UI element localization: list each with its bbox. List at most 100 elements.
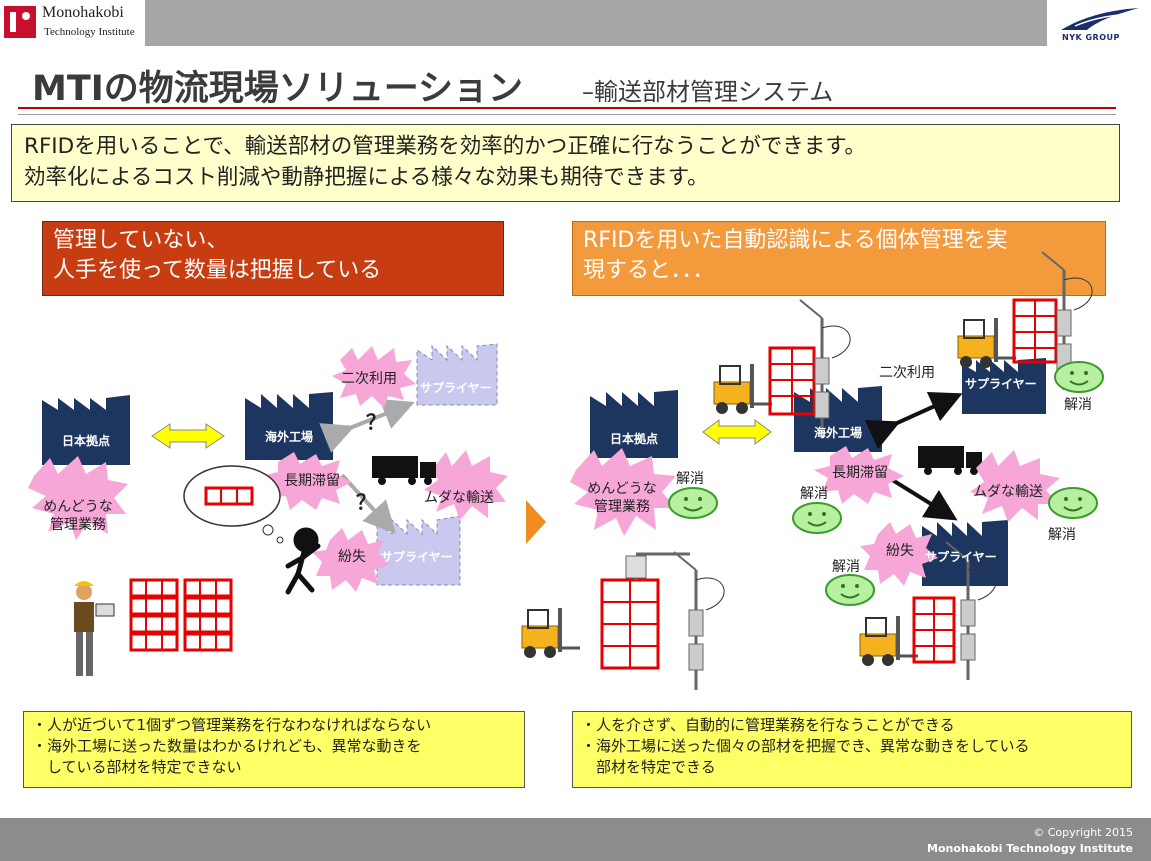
left-overseas-factory-label: 海外工場 xyxy=(264,430,313,444)
right-panel-header: RFIDを用いた自動認識による個体管理を実 現すると．．． xyxy=(572,221,1106,296)
mti-logo-mark-icon xyxy=(4,6,36,38)
left-hassle-line2: 管理業務 xyxy=(50,517,106,533)
right-waste-transport-label: ムダな輸送 xyxy=(973,484,1043,500)
right-overseas-factory-label: 海外工場 xyxy=(813,426,862,440)
resolved-label-supplier: 解消 xyxy=(1064,397,1092,413)
right-note-1: ・人を介さず、自動的に管理業務を行なうことができる xyxy=(581,716,955,734)
left-question-mark-2: ？ xyxy=(356,490,376,514)
panel-transition-arrow-icon xyxy=(526,500,546,544)
left-arrow-secondary-icon xyxy=(319,399,415,453)
left-notes-box: ・人が近づいて1個ずつ管理業務を行なわなければならない ・海外工場に送った数量は… xyxy=(23,711,525,788)
right-blob-longstay-icon xyxy=(814,446,904,504)
left-crate-stack-icon xyxy=(129,578,233,652)
smiley-supplier-icon xyxy=(1054,361,1104,393)
right-crate-stack-supplier-icon xyxy=(1012,298,1058,364)
left-hassle-line1: めんどうな xyxy=(43,499,113,515)
page-title: MTIの物流現場ソリューション xyxy=(32,69,524,109)
right-secondary-use-label: 二次利用 xyxy=(879,365,935,381)
left-note-2: ・海外工場に送った数量はわかるけれども、異常な動きを xyxy=(32,737,422,755)
left-long-stay-label: 長期滞留 xyxy=(284,473,340,489)
title-divider xyxy=(18,107,1116,109)
right-header-line2: 現すると．．． xyxy=(583,258,715,283)
right-header-line1: RFIDを用いた自動認識による個体管理を実 xyxy=(583,228,1008,253)
worker-with-tablet-icon xyxy=(74,581,115,676)
right-supplier-top-label: サプライヤー xyxy=(965,377,1037,391)
nyk-logo xyxy=(1047,0,1151,46)
left-header-line1: 管理していない、 xyxy=(53,228,229,253)
left-truck-icon xyxy=(372,456,436,485)
left-double-arrow-icon xyxy=(151,423,225,449)
confused-person-icon xyxy=(285,527,321,595)
footer-copyright: © Copyright 2015 xyxy=(1033,826,1133,839)
left-hassle-label: めんどうな 管理業務 xyxy=(28,498,128,534)
right-note-3: 部材を特定できる xyxy=(581,758,716,776)
left-note-1: ・人が近づいて1個ずつ管理業務を行なわなければならない xyxy=(32,716,432,734)
right-reader-bottom-icon xyxy=(672,550,726,692)
right-blob-hassle-icon xyxy=(570,448,676,536)
right-arrow-loss-icon xyxy=(884,474,958,521)
smiley-loss-icon xyxy=(825,574,875,606)
right-crate-stack-bottom-icon xyxy=(600,578,660,670)
right-loss-label: 紛失 xyxy=(886,543,914,559)
intro-line1: RFIDを用いることで、輸送部材の管理業務を効率的かつ正確に行なうことができます… xyxy=(24,134,867,159)
title-divider-thin xyxy=(18,114,1116,115)
right-long-stay-label: 長期滞留 xyxy=(832,465,888,481)
intro-line2: 効率化によるコスト削減や動静把握による様々な効果も期待できます。 xyxy=(24,165,709,190)
resolved-label-waste: 解消 xyxy=(1048,527,1076,543)
resolved-label-loss: 解消 xyxy=(832,559,860,575)
right-japan-base-label: 日本拠点 xyxy=(609,432,658,446)
right-gate-reader-icon xyxy=(625,552,690,580)
resolved-label-longstay: 解消 xyxy=(800,486,828,502)
right-supplier-bottom-label: サプライヤー xyxy=(925,550,997,564)
nyk-logo-text: NYK GROUP xyxy=(1062,33,1120,42)
right-hassle-line1: めんどうな xyxy=(587,481,657,497)
right-truck-icon xyxy=(918,446,982,475)
left-blob-secondary-icon xyxy=(332,346,416,408)
right-hassle-line2: 管理業務 xyxy=(594,499,650,515)
left-blob-longstay-icon xyxy=(262,452,352,510)
right-arrow-secondary-icon xyxy=(864,392,963,450)
footer-bar xyxy=(0,818,1151,861)
left-supplier-top-label: サプライヤー xyxy=(420,381,492,395)
left-loss-label: 紛失 xyxy=(338,549,366,565)
thought-cloud-icon xyxy=(183,465,284,544)
right-blob-waste-icon xyxy=(970,450,1060,522)
footer-org: Monohakobi Technology Institute xyxy=(927,842,1133,855)
right-forklift-bottom-icon xyxy=(520,606,582,660)
left-waste-transport-label: ムダな輸送 xyxy=(424,490,494,506)
top-bar xyxy=(0,0,1151,46)
left-japan-base-label: 日本拠点 xyxy=(61,434,110,448)
right-crate-stack-low-icon xyxy=(912,596,956,664)
right-forklift-low-icon xyxy=(858,614,920,668)
right-crate-stack-top-icon xyxy=(768,346,816,416)
intro-box: RFIDを用いることで、輸送部材の管理業務を効率的かつ正確に行なうことができます… xyxy=(11,124,1120,202)
right-forklift-supplier-icon xyxy=(956,316,1018,370)
right-japan-factory-icon xyxy=(590,390,678,458)
logo-line2: Technology Institute xyxy=(44,26,135,38)
smiley-longstay-icon xyxy=(792,502,842,534)
right-note-2: ・海外工場に送った個々の部材を把握でき、異常な動きをしている xyxy=(581,737,1030,755)
right-forklift-top-icon xyxy=(712,362,774,416)
right-hassle-label: めんどうな 管理業務 xyxy=(572,480,672,516)
left-question-mark-1: ？ xyxy=(366,410,386,434)
left-blob-hassle-icon xyxy=(28,456,128,540)
left-header-line2: 人手を使って数量は把握している xyxy=(53,258,382,283)
left-supplier-bottom-label: サプライヤー xyxy=(381,550,453,564)
left-panel-header: 管理していない、 人手を使って数量は把握している xyxy=(42,221,504,296)
left-supplier-top-icon xyxy=(416,343,498,406)
right-notes-box: ・人を介さず、自動的に管理業務を行なうことができる ・海外工場に送った個々の部材… xyxy=(572,711,1132,788)
nyk-bird-icon xyxy=(1061,8,1139,30)
left-blob-loss-icon xyxy=(312,528,390,592)
resolved-label-hassle: 解消 xyxy=(676,471,704,487)
left-japan-factory-icon xyxy=(42,395,130,465)
left-secondary-use-label: 二次利用 xyxy=(341,371,397,387)
left-blob-waste-icon xyxy=(424,450,508,520)
left-note-3: している部材を特定できない xyxy=(32,758,242,776)
right-supplier-top-icon xyxy=(962,358,1046,414)
smiley-waste-icon xyxy=(1048,487,1098,519)
left-overseas-factory-icon xyxy=(245,392,333,460)
smiley-hassle-icon xyxy=(668,487,718,519)
right-double-arrow-icon xyxy=(702,419,772,445)
page-subtitle: –輸送部材管理システム xyxy=(582,78,834,106)
logo-line1: Monohakobi xyxy=(42,4,124,21)
